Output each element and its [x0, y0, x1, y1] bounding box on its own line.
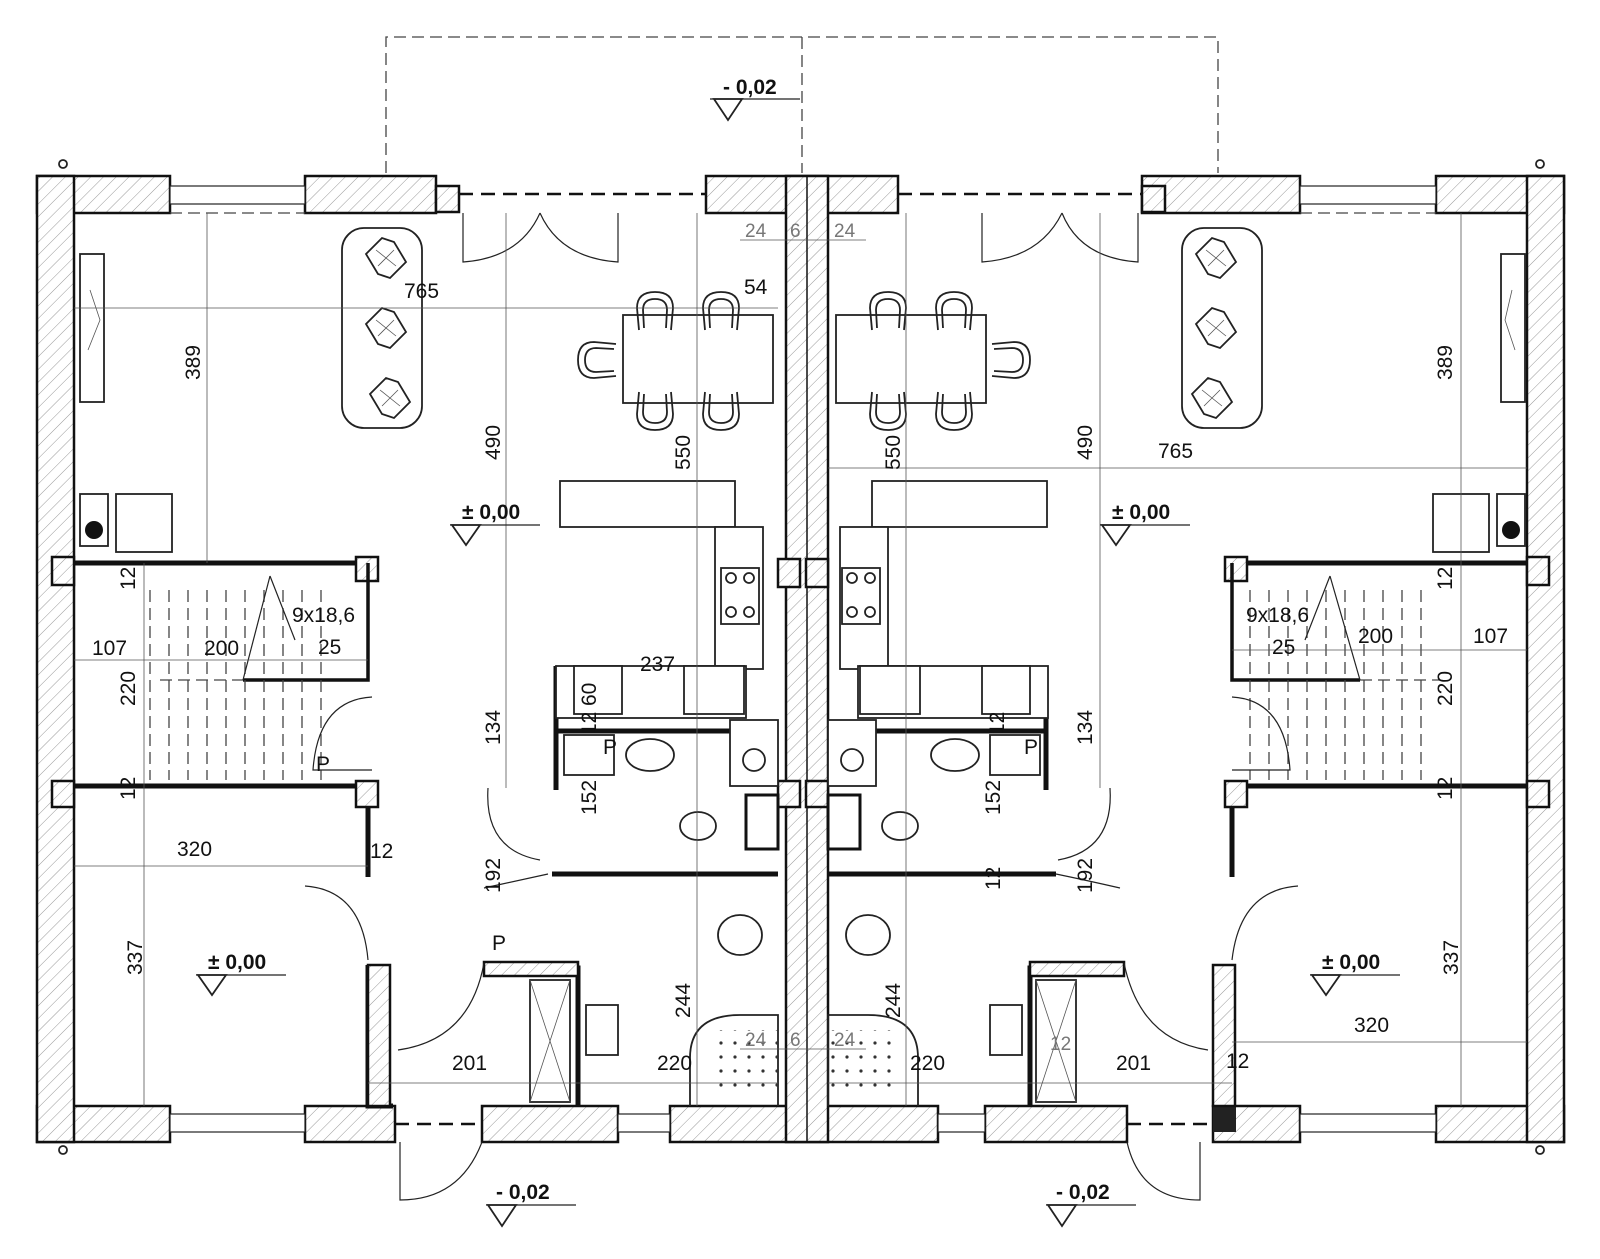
level-living-right-label: ± 0,00 — [1112, 501, 1170, 524]
dim-left-12b: 12 — [578, 712, 601, 735]
bathroom-fixtures — [529, 719, 1077, 1106]
dim-left-320: 320 — [177, 838, 212, 861]
dim-left-12c: 12 — [117, 777, 140, 800]
dim-right-152: 152 — [982, 780, 1005, 815]
dim-left-54: 54 — [744, 276, 768, 299]
dim-right-192: 192 — [1074, 858, 1097, 893]
dim-right-12c: 12 — [1434, 777, 1457, 800]
level-living-right: ± 0,00 — [1100, 501, 1190, 547]
dim-center-bottom-2: 6 — [790, 1030, 801, 1051]
facade-openings — [170, 192, 1436, 1126]
dim-right-765: 765 — [1158, 440, 1193, 463]
level-bottom-left-label: - 0,02 — [496, 1181, 550, 1204]
dim-right-134: 134 — [1074, 710, 1097, 745]
level-top-outside-label: - 0,02 — [723, 76, 777, 99]
dim-right-201: 201 — [1116, 1052, 1151, 1075]
tv-left — [79, 253, 105, 403]
exterior-walls — [35, 159, 1566, 1155]
door-p-left-2: P — [603, 736, 617, 759]
level-bedroom-left: ± 0,00 — [196, 951, 286, 997]
dim-left-201: 201 — [452, 1052, 487, 1075]
level-bottom-right-label: - 0,02 — [1056, 1181, 1110, 1204]
level-living-left: ± 0,00 — [450, 501, 540, 547]
level-bottom-left: - 0,02 — [486, 1181, 576, 1228]
dim-right-107: 107 — [1473, 625, 1508, 648]
dim-right-12f: 12 — [1050, 1034, 1071, 1055]
terrace-outline — [385, 36, 1219, 173]
dim-left-765: 765 — [404, 280, 439, 303]
dining-set-left — [577, 291, 774, 431]
level-top-outside: - 0,02 — [710, 76, 800, 122]
dim-center-top-2: 6 — [790, 221, 801, 242]
dim-right-12g: 12 — [1226, 1050, 1249, 1073]
dim-left-25: 25 — [318, 636, 341, 659]
dim-right-220b: 220 — [910, 1052, 945, 1075]
dim-center-bottom-3: 24 — [834, 1030, 856, 1051]
dim-left-107: 107 — [92, 637, 127, 660]
dim-right-320: 320 — [1354, 1014, 1389, 1037]
dim-center-bottom-1: 24 — [745, 1030, 767, 1051]
dim-left-200: 200 — [204, 637, 239, 660]
kitchen-sinks — [573, 665, 1031, 715]
dim-right-12b: 12 — [986, 712, 1009, 735]
dim-left-134: 134 — [482, 710, 505, 745]
interior-walls-right — [804, 480, 1551, 1108]
level-markers: - 0,02 ± 0,00 ± 0,00 ± 0,00 ± 0,00 - 0,0… — [196, 76, 1400, 1228]
dim-left-152: 152 — [578, 780, 601, 815]
dimension-labels: 24 6 24 24 6 24 765 389 490 550 54 12 9x… — [92, 221, 1508, 1075]
dim-left-490: 490 — [482, 425, 505, 460]
door-p-right-1: P — [1024, 736, 1038, 759]
dim-left-237: 237 — [640, 653, 675, 676]
dim-right-220: 220 — [1434, 671, 1457, 706]
dim-right-12a: 12 — [1434, 567, 1457, 590]
dim-left-337: 337 — [124, 940, 147, 975]
dimension-lines — [74, 213, 1527, 1106]
tv-right — [1500, 253, 1526, 403]
door-swings — [304, 212, 1299, 1201]
dim-right-stairs: 9x18,6 — [1246, 604, 1309, 627]
dim-left-192: 192 — [482, 858, 505, 893]
dim-right-244: 244 — [882, 983, 905, 1018]
dim-right-200: 200 — [1358, 625, 1393, 648]
stoves-and-boilers — [79, 493, 1526, 625]
door-p-left-1: P — [316, 753, 330, 776]
level-bottom-right: - 0,02 — [1046, 1181, 1136, 1228]
stairs-right — [1249, 575, 1440, 780]
dining-set-right — [835, 291, 1031, 431]
sofa-left — [341, 227, 423, 429]
dim-left-389: 389 — [182, 345, 205, 380]
door-p-left-3: P — [492, 932, 506, 955]
dim-left-550: 550 — [672, 435, 695, 470]
dim-center-top-3: 24 — [834, 221, 856, 242]
dim-left-220b: 220 — [657, 1052, 692, 1075]
level-bedroom-right-label: ± 0,00 — [1322, 951, 1380, 974]
dim-left-220: 220 — [117, 671, 140, 706]
dim-right-490: 490 — [1074, 425, 1097, 460]
dim-left-stairs: 9x18,6 — [292, 604, 355, 627]
dim-left-12d: 12 — [370, 840, 393, 863]
level-bedroom-left-label: ± 0,00 — [208, 951, 266, 974]
dim-right-337: 337 — [1440, 940, 1463, 975]
dim-left-12a: 12 — [117, 567, 140, 590]
dim-right-389: 389 — [1434, 345, 1457, 380]
dim-right-12e: 12 — [982, 867, 1005, 890]
level-living-left-label: ± 0,00 — [462, 501, 520, 524]
level-bedroom-right: ± 0,00 — [1310, 951, 1400, 997]
dim-right-25: 25 — [1272, 636, 1295, 659]
dim-center-top-1: 24 — [745, 221, 767, 242]
stairs-left — [149, 575, 322, 780]
dim-left-60: 60 — [578, 683, 601, 706]
dim-right-550: 550 — [882, 435, 905, 470]
dim-left-244: 244 — [672, 983, 695, 1018]
sofa-right — [1181, 227, 1263, 429]
